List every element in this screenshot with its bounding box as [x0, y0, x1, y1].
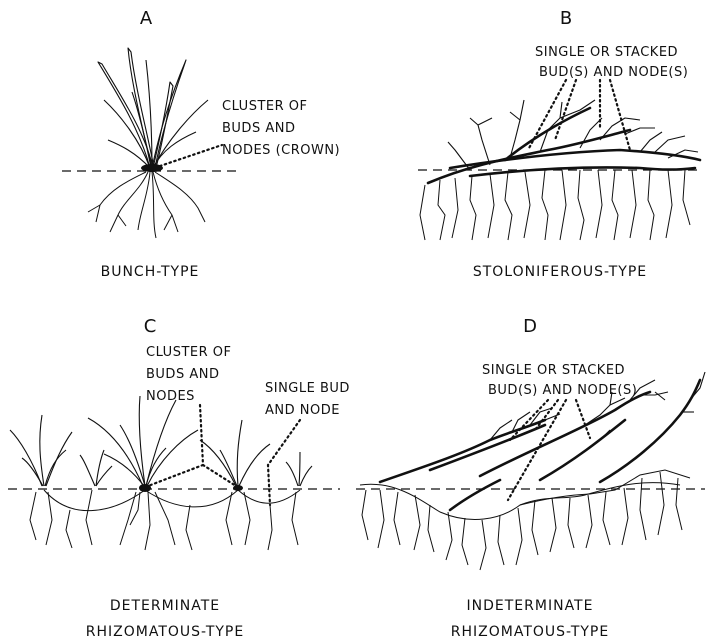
panel-a-bunch-leaves [98, 48, 208, 168]
panel-c-rhizome [44, 490, 300, 511]
panel-d-roots [362, 472, 682, 570]
panel-c-note-cluster-3: NODES [146, 389, 195, 404]
panel-a-note-2: BUDS AND [222, 121, 295, 136]
panel-c-caption-2: RHIZOMATOUS-TYPE [86, 624, 244, 640]
panel-d-pointer-2 [535, 400, 558, 430]
panel-b-pointer-4 [610, 80, 630, 150]
panel-b-shoots [448, 100, 698, 170]
panel-c-pointer-1 [148, 405, 203, 486]
panel-d-letter: D [523, 316, 537, 337]
panel-c-note-cluster-1: CLUSTER OF [146, 345, 231, 360]
panel-a-roots [88, 172, 205, 238]
panel-b-note-1: SINGLE OR STACKED [535, 45, 678, 60]
panel-b-roots [420, 170, 690, 240]
panel-b: B SINGLE OR STACKED BUD(S) AND NODE(S) [418, 8, 700, 280]
panel-b-pointer-2 [555, 80, 576, 140]
panel-c-note-single-1: SINGLE BUD [265, 381, 350, 396]
panel-c-letter: C [144, 316, 157, 337]
panel-c-caption-1: DETERMINATE [110, 598, 220, 614]
panel-a: A CL [62, 8, 340, 280]
panel-a-note-3: NODES (CROWN) [222, 143, 340, 158]
panel-d-caption-2: RHIZOMATOUS-TYPE [451, 624, 609, 640]
panel-c-note-cluster-2: BUDS AND [146, 367, 219, 382]
panel-b-letter: B [560, 8, 572, 29]
panel-b-note-2: BUD(S) AND NODE(S) [539, 65, 688, 80]
panel-d: D SINGLE OR STACKED BUD(S) AND NODE(S) [356, 316, 705, 640]
panel-d-rhizome [360, 483, 680, 520]
panel-c: C CLUSTER OF BUDS AND NODES SINGLE BUD A… [8, 316, 350, 640]
panel-d-caption-1: INDETERMINATE [467, 598, 594, 614]
panel-c-note-single-2: AND NODE [265, 403, 340, 418]
panel-c-pointer-3 [268, 420, 300, 505]
panel-d-note-1: SINGLE OR STACKED [482, 363, 625, 378]
panel-a-caption: BUNCH-TYPE [101, 264, 200, 280]
panel-c-pointer-2 [203, 465, 236, 486]
panel-d-pointer-4 [576, 400, 590, 438]
panel-b-stolons [428, 108, 700, 183]
panel-a-letter: A [140, 8, 153, 29]
panel-c-roots [30, 490, 298, 550]
panel-a-note-1: CLUSTER OF [222, 99, 307, 114]
panel-d-note-2: BUD(S) AND NODE(S) [488, 383, 637, 398]
panel-b-caption: STOLONIFEROUS-TYPE [473, 264, 647, 280]
